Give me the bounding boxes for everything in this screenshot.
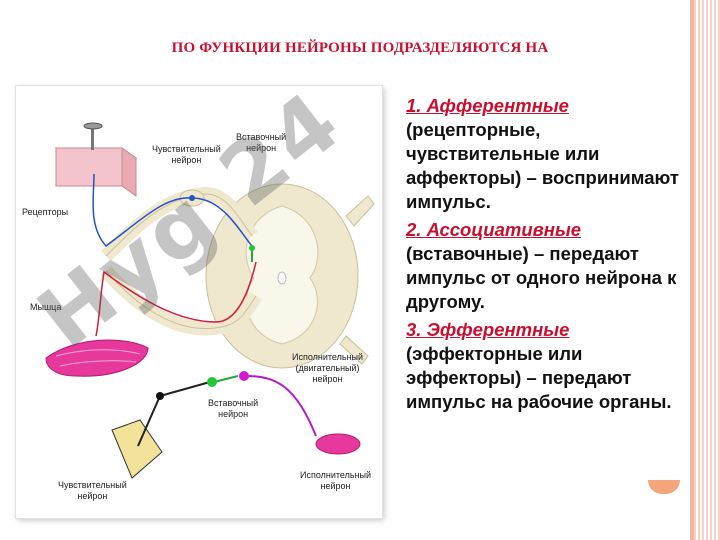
list-item-associative: 2. Ассоциативные (вставочные) – передают… — [406, 219, 677, 312]
muscle — [45, 339, 149, 377]
label-receptors: Рецепторы — [22, 207, 69, 217]
sensory-pathway — [92, 173, 253, 248]
list-item-afferent: 1. Афферентные (рецепторные, чувствитель… — [406, 95, 679, 212]
decorative-border-line — [690, 0, 694, 540]
label-motor-neuron: Исполнительный(двигательный)нейрон — [292, 352, 364, 384]
skin-receptor-block — [54, 122, 138, 197]
label-muscle: Мышца — [30, 302, 62, 312]
nerve-roots — [100, 186, 262, 336]
slide-title: ПО ФУНКЦИИ НЕЙРОНЫ ПОДРАЗДЕЛЯЮТСЯ НА — [171, 40, 549, 56]
neuron-types-list: 1. Афферентные (рецепторные, чувствитель… — [406, 94, 686, 418]
motor-pathway — [95, 261, 257, 337]
neuron-diagram-drawing — [45, 122, 375, 479]
decorative-circle — [648, 480, 680, 494]
reflex-arc-schematic — [111, 371, 361, 479]
list-item-efferent: 3. Эфферентные (эффекторные или эффектор… — [406, 319, 672, 412]
decorative-border-stripes — [694, 0, 720, 540]
interneuron-body — [249, 245, 255, 251]
sensory-neuron-body — [189, 195, 195, 201]
